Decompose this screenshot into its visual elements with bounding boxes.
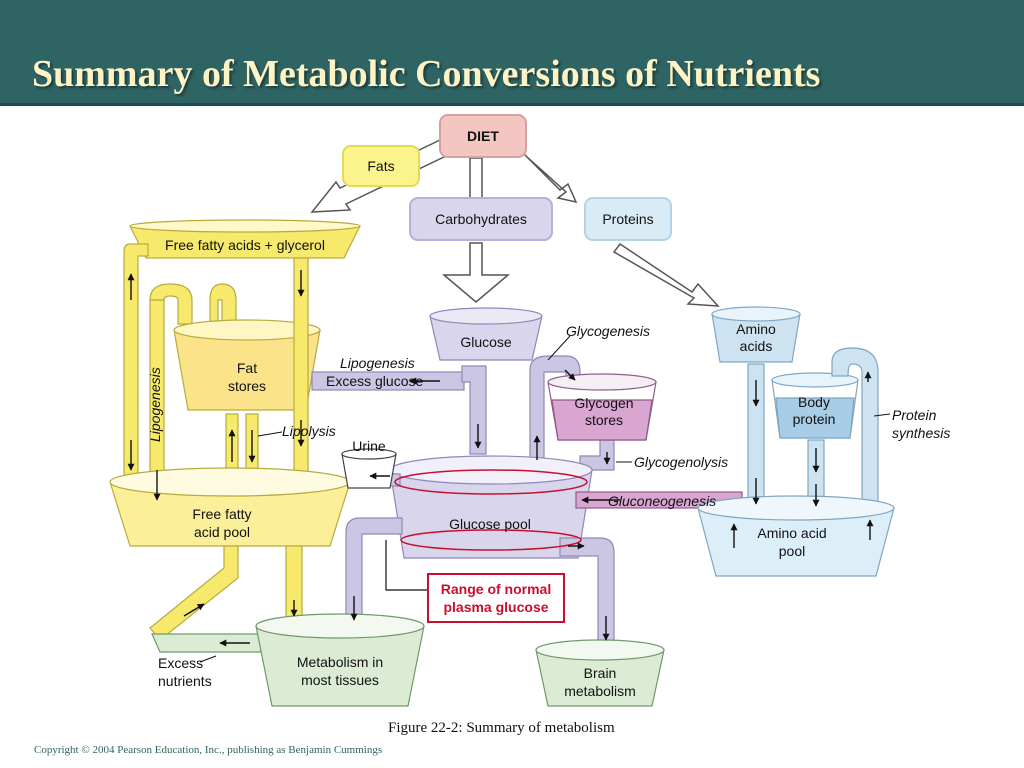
diet-carbs-arrow <box>469 157 483 199</box>
excess-nutrients-label-2: nutrients <box>158 673 212 689</box>
proteins-amino-arrow <box>612 242 720 307</box>
glycogen-stores-tub <box>547 373 657 441</box>
tissue-tubs <box>151 613 665 707</box>
fats-box: Fats <box>342 145 420 187</box>
lipolysis-label: Lipolysis <box>282 423 336 439</box>
range-plasma-glucose-box <box>385 540 565 623</box>
copyright-notice: Copyright © 2004 Pearson Education, Inc.… <box>34 744 383 756</box>
fat-pathway <box>109 219 361 641</box>
lipogenesis-label: Lipogenesis <box>340 355 415 371</box>
figure-caption: Figure 22-2: Summary of metabolism <box>388 720 615 736</box>
glycogen-stores-label-2: stores <box>585 412 623 428</box>
range-label-2: plasma glucose <box>443 599 548 615</box>
amino-acids-label-1: Amino <box>736 321 776 337</box>
range-label-1: Range of normal <box>441 581 551 597</box>
metabolism-tissues-label-1: Metabolism in <box>297 654 383 670</box>
metabolism-tissues-label-2: most tissues <box>301 672 379 688</box>
body-protein-label-1: Body <box>798 394 830 410</box>
glycogenesis-label: Glycogenesis <box>566 323 650 339</box>
amino-acids-label-2: acids <box>740 338 773 354</box>
glucose-pool-label: Glucose pool <box>449 516 531 532</box>
lipogenesis-vertical-label: Lipogenesis <box>147 367 163 442</box>
protein-synthesis-label-1: Protein <box>892 407 937 423</box>
title-bar-rule <box>0 103 1024 106</box>
brain-metabolism-label-1: Brain <box>584 665 617 681</box>
fat-stores-label-1: Fat <box>237 360 257 376</box>
gluconeogenesis-label: Gluconeogenesis <box>608 493 716 509</box>
amino-acid-pool-label-2: pool <box>779 543 805 559</box>
title-bar <box>0 0 1024 103</box>
slide-title: Summary of Metabolic Conversions of Nutr… <box>32 53 821 95</box>
diet-proteins-arrow <box>519 149 578 204</box>
free-fatty-acid-pool-label-1: Free fatty <box>192 506 251 522</box>
glycogen-stores-label-1: Glycogen <box>574 395 633 411</box>
fat-stores-label-2: stores <box>228 378 266 394</box>
brain-metabolism-label-2: metabolism <box>564 683 636 699</box>
glycogenolysis-label: Glycogenolysis <box>634 454 728 470</box>
excess-glucose-label: Excess glucose <box>326 373 423 389</box>
diet-label: DIET <box>467 128 499 144</box>
amino-acid-pool-label-1: Amino acid <box>757 525 826 541</box>
proteins-label: Proteins <box>602 211 653 227</box>
free-fatty-acid-pool-label-2: acid pool <box>194 524 250 540</box>
free-fatty-acids-glycerol-label: Free fatty acids + glycerol <box>165 237 325 253</box>
protein-pathway <box>697 306 895 577</box>
fats-label: Fats <box>367 158 394 174</box>
proteins-box: Proteins <box>584 197 672 241</box>
diet-box: DIET <box>439 114 527 158</box>
carbs-glucose-arrow <box>441 242 511 303</box>
leader-lines <box>199 335 891 663</box>
range-lines <box>394 469 588 551</box>
protein-synthesis-label-2: synthesis <box>892 425 950 441</box>
carbohydrates-box: Carbohydrates <box>409 197 553 241</box>
urine-cup <box>341 448 397 489</box>
glucose-label: Glucose <box>460 334 512 350</box>
carbohydrates-label: Carbohydrates <box>435 211 527 227</box>
excess-nutrients-label-1: Excess <box>158 655 203 671</box>
body-protein-label-2: protein <box>793 411 836 427</box>
urine-label: Urine <box>352 438 386 454</box>
flow-arrows <box>127 270 874 647</box>
